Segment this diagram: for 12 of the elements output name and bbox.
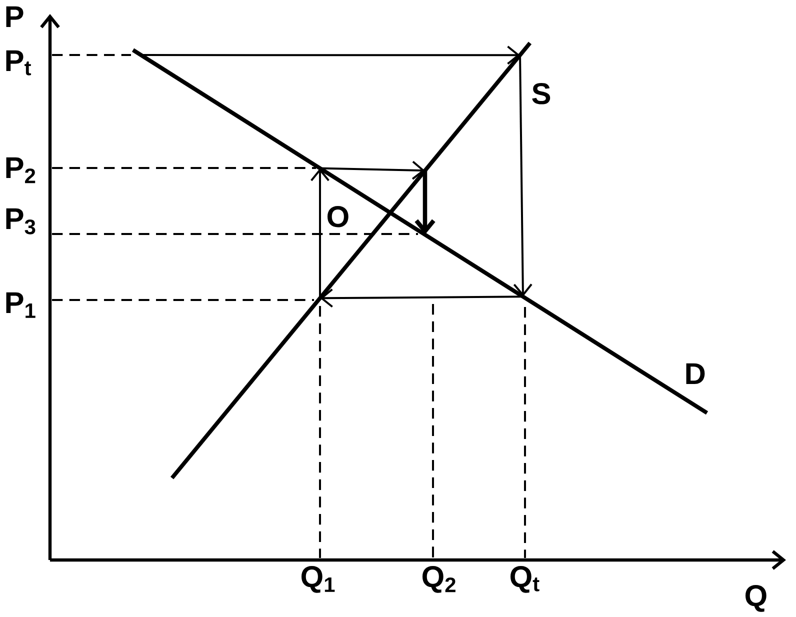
quantity-label: Q$_{2}$ bbox=[422, 566, 456, 593]
quantity-label: Q$_{1}$ bbox=[302, 566, 335, 593]
price-label: P$_{t}$ bbox=[6, 50, 32, 76]
curve-label: S bbox=[532, 83, 550, 104]
price-label: P$_{3}$ bbox=[6, 208, 36, 234]
price-label: P$_{2}$ bbox=[6, 157, 36, 184]
axis-label: P bbox=[6, 6, 24, 27]
axis-label: Q bbox=[746, 585, 766, 612]
price-label: P$_{1}$ bbox=[6, 292, 36, 318]
point-label: O bbox=[328, 206, 348, 228]
curve-label: D bbox=[686, 363, 705, 384]
quantity-label: Q$_{t}$ bbox=[510, 566, 540, 593]
